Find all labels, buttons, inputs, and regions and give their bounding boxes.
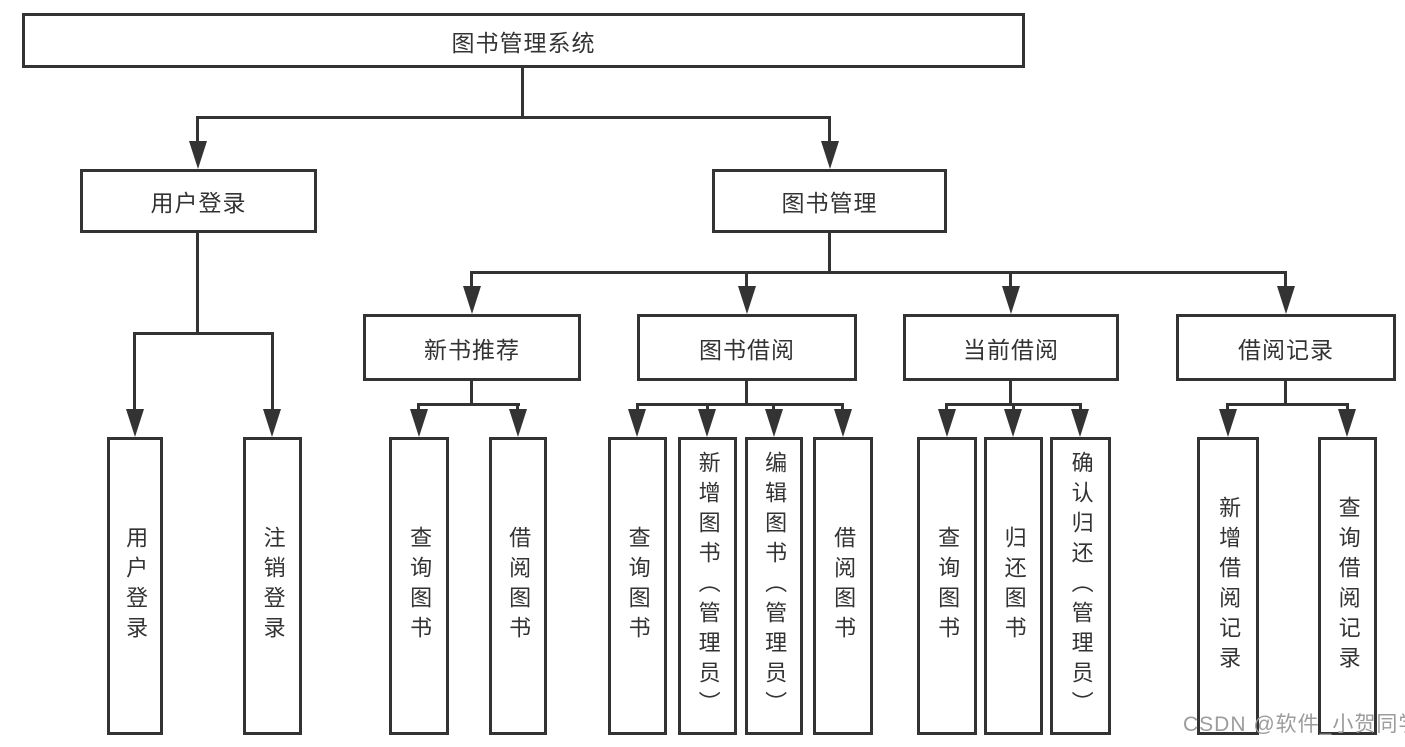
connector-line	[1009, 378, 1012, 406]
arrowhead-icon	[1338, 409, 1356, 437]
connector-line	[1012, 403, 1015, 412]
node-user-login: 用户登录	[80, 169, 317, 233]
leaf-br-query-record: 查询借阅记录	[1318, 437, 1377, 735]
leaf-logout: 注销登录	[243, 437, 302, 735]
connector-line	[1009, 271, 1012, 289]
connector-line	[945, 403, 948, 412]
arrowhead-icon	[628, 409, 646, 437]
connector-line	[271, 332, 274, 412]
leaf-cb-return-book-label: 归还图书	[1001, 526, 1027, 646]
arrowhead-icon	[1002, 286, 1020, 314]
leaf-bb-edit-book: 编辑图书（管理员）	[745, 437, 803, 735]
connector-line	[470, 271, 1287, 274]
connector-line	[1346, 403, 1349, 412]
node-book-borrow-label: 图书借阅	[699, 336, 795, 363]
connector-line	[636, 403, 639, 412]
connector-line	[521, 65, 524, 119]
leaf-br-add-record-label: 新增借阅记录	[1216, 496, 1242, 676]
arrowhead-icon	[821, 141, 839, 169]
arrowhead-icon	[738, 286, 756, 314]
connector-line	[745, 378, 748, 406]
node-current-borrow: 当前借阅	[903, 314, 1119, 381]
arrowhead-icon	[834, 409, 852, 437]
leaf-cb-confirm-return-label: 确认归还（管理员）	[1068, 451, 1094, 721]
connector-line	[636, 403, 844, 406]
node-new-book-recommend-label: 新书推荐	[424, 336, 520, 363]
connector-line	[470, 271, 473, 289]
arrowhead-icon	[765, 409, 783, 437]
leaf-bb-borrow-book-label: 借阅图书	[831, 526, 857, 646]
connector-line	[1226, 403, 1229, 412]
node-book-management: 图书管理	[712, 169, 947, 233]
arrowhead-icon	[938, 409, 956, 437]
connector-line	[516, 403, 519, 412]
leaf-br-query-record-label: 查询借阅记录	[1335, 496, 1361, 676]
leaf-rec-borrow-book: 借阅图书	[489, 437, 547, 735]
leaf-rec-borrow-book-label: 借阅图书	[506, 526, 532, 646]
leaf-cb-query-book: 查询图书	[917, 437, 977, 735]
leaf-bb-add-book-label: 新增图书（管理员）	[695, 451, 721, 721]
connector-line	[417, 403, 420, 412]
leaf-bb-add-book: 新增图书（管理员）	[678, 437, 737, 735]
arrowhead-icon	[1071, 409, 1089, 437]
leaf-br-add-record: 新增借阅记录	[1197, 437, 1259, 735]
node-book-borrow: 图书借阅	[637, 314, 857, 381]
leaf-cb-return-book: 归还图书	[984, 437, 1043, 735]
leaf-cb-query-book-label: 查询图书	[935, 526, 961, 646]
connector-line	[828, 230, 831, 274]
connector-line	[841, 403, 844, 412]
connector-line	[1284, 378, 1287, 406]
connector-line	[196, 116, 199, 144]
connector-line	[196, 116, 831, 119]
connector-line	[1079, 403, 1082, 412]
arrowhead-icon	[463, 286, 481, 314]
connector-line	[417, 403, 520, 406]
leaf-rec-query-book: 查询图书	[389, 437, 449, 735]
csdn-watermark: CSDN @软件_小贺同学	[1183, 713, 1405, 736]
node-user-login-label: 用户登录	[150, 190, 247, 216]
leaf-bb-query-book-label: 查询图书	[625, 526, 651, 646]
arrowhead-icon	[698, 409, 716, 437]
leaf-cb-confirm-return: 确认归还（管理员）	[1050, 437, 1111, 735]
connector-line	[828, 116, 831, 144]
arrowhead-icon	[1004, 409, 1022, 437]
connector-line	[1226, 403, 1349, 406]
arrowhead-icon	[509, 409, 527, 437]
leaf-bb-query-book: 查询图书	[608, 437, 667, 735]
node-root: 图书管理系统	[22, 13, 1025, 68]
arrowhead-icon	[126, 409, 144, 437]
connector-line	[706, 403, 709, 412]
leaf-user-login: 用户登录	[107, 437, 163, 735]
arrowhead-icon	[1277, 286, 1295, 314]
connector-line	[196, 230, 199, 335]
connector-line	[1284, 271, 1287, 289]
leaf-user-login-label: 用户登录	[123, 526, 149, 646]
arrowhead-icon	[1219, 409, 1237, 437]
leaf-bb-edit-book-label: 编辑图书（管理员）	[762, 451, 788, 721]
leaf-bb-borrow-book: 借阅图书	[813, 437, 873, 735]
node-new-book-recommend: 新书推荐	[363, 314, 581, 381]
arrowhead-icon	[263, 409, 281, 437]
arrowhead-icon	[189, 141, 207, 169]
node-book-management-label: 图书管理	[781, 190, 878, 216]
node-current-borrow-label: 当前借阅	[963, 336, 1059, 363]
connector-line	[772, 403, 775, 412]
node-borrow-records-label: 借阅记录	[1238, 336, 1334, 363]
leaf-rec-query-book-label: 查询图书	[407, 526, 433, 646]
connector-line	[133, 332, 136, 412]
node-root-label: 图书管理系统	[451, 29, 596, 56]
connector-line	[133, 332, 274, 335]
node-borrow-records: 借阅记录	[1176, 314, 1396, 381]
connector-line	[745, 271, 748, 289]
leaf-logout-label: 注销登录	[260, 526, 286, 646]
arrowhead-icon	[410, 409, 428, 437]
connector-line	[470, 378, 473, 406]
